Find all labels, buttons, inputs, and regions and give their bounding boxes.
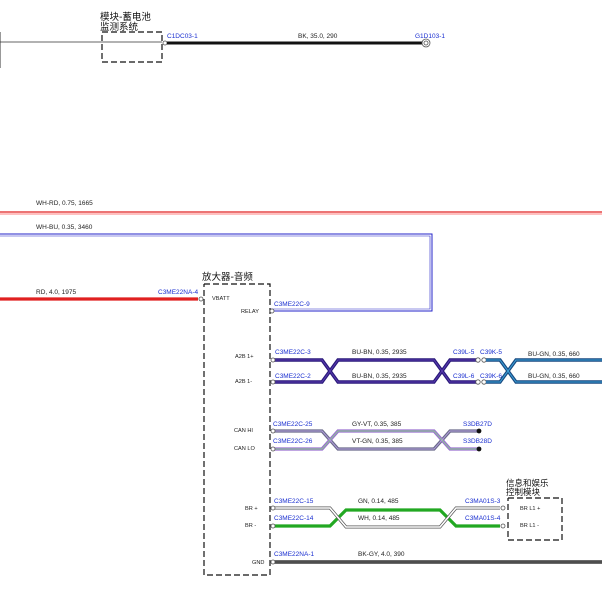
bu-gn-pos-label: BU-GN, 0.35, 660 — [528, 351, 580, 358]
infotainment-pin-neg: BR L1 - — [520, 523, 539, 529]
infotainment-title-1: 信息和娱乐 — [506, 478, 549, 489]
can-hi-wire-label: GY-VT, 0.35, 385 — [352, 421, 402, 428]
infotainment-module-box — [507, 497, 563, 541]
a2b-section: C3ME22C-3 C3ME22C-2 BU-BN, 0.35, 2935 BU… — [270, 349, 602, 385]
a2b-inline-neg-a[interactable]: C39L-6 — [453, 373, 475, 380]
battery-module-label-2: 监测系统 — [100, 21, 139, 33]
br-gn-wire — [273, 508, 500, 528]
relay-conn[interactable]: C3ME22C-9 — [274, 301, 310, 308]
battery-wire-spec: BK, 35.0, 290 — [298, 33, 338, 40]
can-hi-stripe — [273, 430, 478, 450]
a2b-inline-neg-b[interactable]: C39K-6 — [480, 373, 502, 380]
a2b-pos-terminal — [270, 357, 276, 363]
a2b-inline-neg-ring-a — [475, 379, 481, 385]
wh-bu-wire-outer — [0, 233, 433, 312]
gnd-wire-label: BK-GY, 4.0, 390 — [358, 551, 405, 558]
pin-can-lo: CAN LO — [234, 446, 255, 452]
amplifier-box — [203, 283, 271, 576]
a2b-pos-conn[interactable]: C3ME22C-3 — [275, 349, 311, 356]
a2b-neg-terminal — [270, 379, 276, 385]
vbatt-terminal — [198, 296, 204, 302]
infotainment-title-2: 控制模块 — [506, 487, 541, 498]
battery-conn-right[interactable]: G1D103-1 — [415, 33, 445, 40]
can-lo-splice — [476, 446, 482, 452]
can-hi-terminal — [270, 428, 276, 434]
a2b-inline-pos-a[interactable]: C39L-5 — [453, 349, 475, 356]
a2b-pos-wire-label: BU-BN, 0.35, 2935 — [352, 349, 407, 356]
br-pos-terminal — [270, 505, 276, 511]
relay-terminal — [269, 308, 275, 314]
can-lo-end[interactable]: S3DB28D — [463, 438, 492, 445]
battery-module-terminal — [162, 40, 168, 46]
ground-ring-inner — [423, 40, 429, 46]
a2b-inline-pos-b[interactable]: C39K-5 — [480, 349, 502, 356]
br-neg-wire-label: WH, 0.14, 485 — [358, 515, 400, 522]
wire2-label: WH-BU, 0.35, 3460 — [36, 224, 93, 231]
a2b-inline-neg-ring-b — [481, 379, 487, 385]
br-pos-end-terminal — [500, 505, 506, 511]
a2b-neg-wire-stripe — [273, 359, 478, 383]
br-pos-wire-label: GN, 0.14, 485 — [358, 498, 399, 505]
pin-br-pos: BR + — [245, 506, 258, 512]
br-wh-wire-fill — [273, 507, 500, 528]
pin-can-hi: CAN HI — [234, 428, 253, 434]
br-section: C3ME22C-15 C3ME22C-14 GN, 0.14, 485 WH, … — [270, 478, 563, 541]
a2b-pos-wire-stripe — [273, 359, 478, 383]
pin-gnd: GND — [252, 560, 264, 566]
can-hi-end[interactable]: S3DB27D — [463, 421, 492, 428]
wire1-label: WH-RD, 0.75, 1665 — [36, 200, 93, 207]
harness-section: WH-RD, 0.75, 1665 WH-BU, 0.35, 3460 RD, … — [0, 200, 602, 312]
amplifier-title: 放大器-音频 — [202, 271, 253, 283]
bu-gn-neg-label: BU-GN, 0.35, 660 — [528, 373, 580, 380]
gnd-section: C3ME22NA-1 BK-GY, 4.0, 390 — [270, 551, 602, 565]
can-hi-conn[interactable]: C3ME22C-25 — [273, 421, 313, 428]
can-hi-splice — [476, 428, 482, 434]
gnd-terminal — [270, 559, 276, 565]
br-pos-conn[interactable]: C3ME22C-15 — [274, 498, 314, 505]
pin-relay: RELAY — [241, 309, 259, 315]
wh-bu-wire-inner — [0, 235, 431, 310]
pin-vbatt: VBATT — [212, 296, 230, 302]
can-lo-terminal — [270, 446, 276, 452]
br-neg-conn[interactable]: C3ME22C-14 — [274, 515, 314, 522]
pin-br-neg: BR - — [245, 523, 256, 529]
can-lo-stripe — [273, 430, 478, 450]
wire3-label: RD, 4.0, 1975 — [36, 289, 76, 296]
br-neg-end-terminal — [500, 523, 506, 529]
infotainment-pin-pos: BR L1 + — [520, 506, 540, 512]
can-lo-wire-label: VT-GN, 0.35, 385 — [352, 438, 403, 445]
battery-module-box — [101, 31, 163, 63]
can-lo-conn[interactable]: C3ME22C-26 — [273, 438, 313, 445]
pin-a2b-neg: A2B 1- — [235, 379, 252, 385]
br-neg-end-conn[interactable]: C3MA01S-4 — [465, 515, 501, 522]
bu-gn-pos-stripe — [486, 359, 602, 383]
a2b-neg-wire-label: BU-BN, 0.35, 2935 — [352, 373, 407, 380]
wire3-conn[interactable]: C3ME22NA-4 — [158, 289, 198, 296]
amplifier-module: 放大器-音频 VBATT RELAY C3ME22C-9 A2B 1+ A2B … — [202, 271, 310, 576]
a2b-neg-conn[interactable]: C3ME22C-2 — [275, 373, 311, 380]
pin-a2b-pos: A2B 1+ — [235, 354, 254, 360]
a2b-inline-pos-ring-b — [481, 357, 487, 363]
can-section: C3ME22C-25 C3ME22C-26 GY-VT, 0.35, 385 V… — [270, 421, 492, 452]
battery-monitor-section: 模块-蓄电池 监测系统 C1DC03-1 BK, 35.0, 290 G1D10… — [0, 11, 445, 68]
battery-conn-left[interactable]: C1DC03-1 — [167, 33, 198, 40]
a2b-inline-pos-ring-a — [475, 357, 481, 363]
br-pos-end-conn[interactable]: C3MA01S-3 — [465, 498, 501, 505]
gnd-conn[interactable]: C3ME22NA-1 — [274, 551, 314, 558]
battery-module-label-1: 模块-蓄电池 — [100, 11, 151, 23]
br-neg-terminal — [270, 523, 276, 529]
